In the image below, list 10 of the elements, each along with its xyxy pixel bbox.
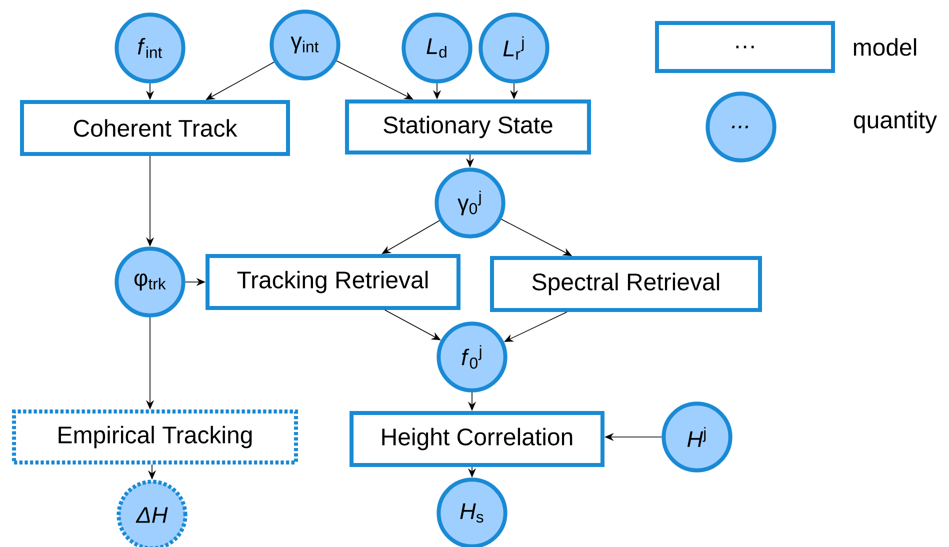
model-box: Height Correlation [350,411,604,467]
legend-box-sample: … [655,21,835,73]
legend-label: model [854,38,916,56]
model-box: Tracking Retrieval [206,254,460,310]
model-box: Empirical Tracking [12,410,298,464]
model-box: Stationary State [345,100,591,154]
model-box: Spectral Retrieval [490,256,762,312]
model-box: Coherent Track [20,100,290,156]
legend-circle-sample: ... [706,92,776,162]
legend-label: quantity [854,110,937,134]
